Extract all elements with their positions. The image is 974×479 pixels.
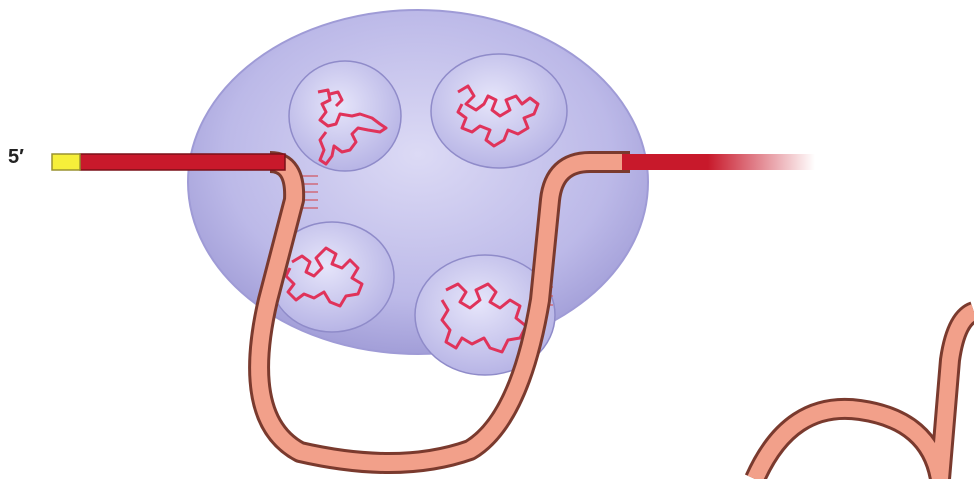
downstream-exon xyxy=(622,154,817,170)
5-prime-cap xyxy=(52,154,80,170)
upstream-exon xyxy=(80,154,285,170)
five-prime-label: 5′ xyxy=(8,146,24,169)
released-lariat xyxy=(755,312,974,479)
snrnp-top-left xyxy=(289,61,401,171)
snrnp-top-right xyxy=(431,54,567,168)
